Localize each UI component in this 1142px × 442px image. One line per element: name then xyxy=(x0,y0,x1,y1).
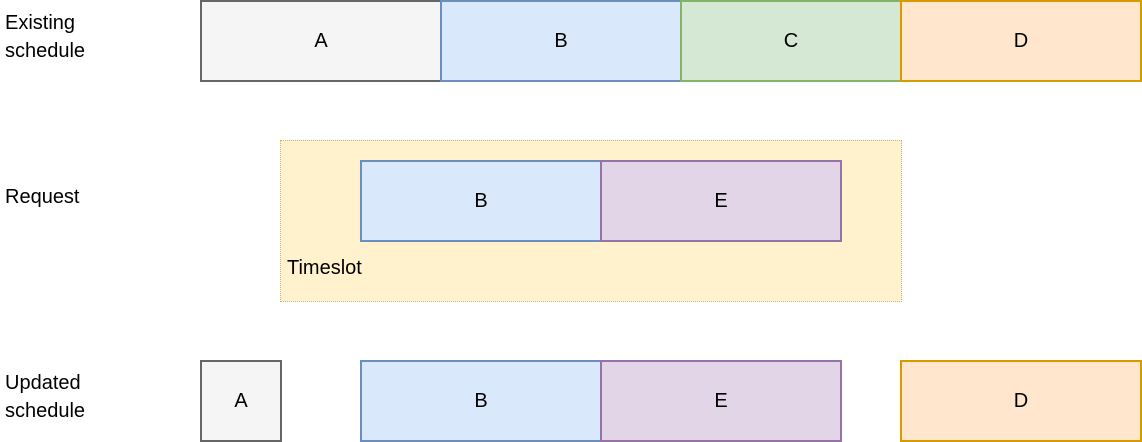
block-label: E xyxy=(714,389,728,412)
block-label: B xyxy=(554,29,568,52)
updated-schedule-label: Updated schedule xyxy=(5,372,86,422)
block-label: E xyxy=(714,189,728,212)
updated-block-e: E xyxy=(600,360,842,442)
block-label: B xyxy=(474,189,488,212)
updated-block-a: A xyxy=(200,360,282,442)
block-label: D xyxy=(1013,389,1029,412)
existing-schedule-label: Existing schedule xyxy=(5,12,86,62)
existing-block-d: D xyxy=(900,0,1142,82)
request-block-e: E xyxy=(600,160,842,242)
request-label: Request xyxy=(5,186,80,208)
block-label: B xyxy=(474,389,488,412)
block-label: C xyxy=(783,29,799,52)
existing-block-a: A xyxy=(200,0,442,82)
existing-block-c: C xyxy=(680,0,902,82)
block-label: A xyxy=(234,389,248,412)
updated-block-d: D xyxy=(900,360,1142,442)
updated-block-b: B xyxy=(360,360,602,442)
block-label: A xyxy=(314,29,328,52)
request-block-b: B xyxy=(360,160,602,242)
block-label: D xyxy=(1013,29,1029,52)
existing-block-b: B xyxy=(440,0,682,82)
timeslot-label: Timeslot xyxy=(287,257,362,279)
